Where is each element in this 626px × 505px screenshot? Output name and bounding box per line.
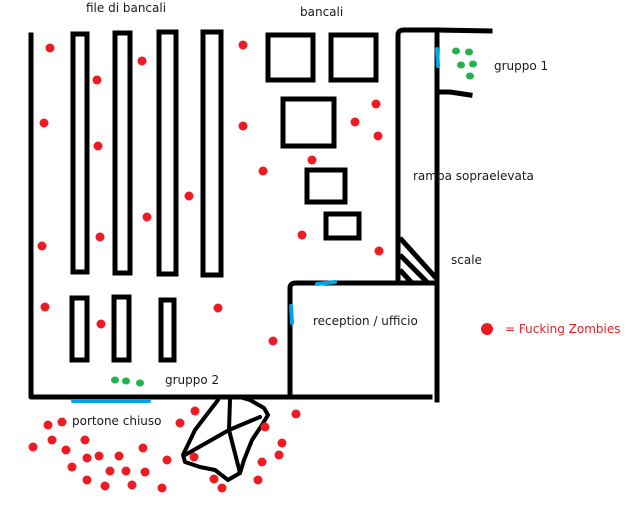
zombies [28,40,384,493]
zombie-marker [291,409,301,419]
zombie-marker [47,435,57,445]
pallet-4 [304,167,348,205]
zombie-marker [162,455,172,465]
zombie-marker [67,462,77,472]
zombie-marker [82,475,92,485]
stairs-icon [398,236,438,285]
survivor-marker [466,72,474,80]
label-raised-ramp: rampa sopraelevata [413,169,534,183]
zombie-marker [307,155,317,165]
label-closed-gate: portone chiuso [72,414,162,428]
corridor-left-wall [395,27,440,286]
zombie-marker [297,230,307,240]
zombie-marker [253,475,263,485]
zombie-marker [190,406,200,416]
shelf-row-2 [112,30,133,276]
zombie-marker [157,483,167,493]
survivor-marker [457,61,465,69]
zombie-marker [100,481,110,491]
zombie-marker [137,56,147,66]
zombie-marker [260,422,270,432]
survivor-marker [465,48,473,56]
zombie-marker [238,40,248,50]
rubble-icon [181,396,270,482]
pallet-3 [280,96,337,149]
pallets [265,32,379,241]
shelf-row-4 [200,29,224,278]
zombie-marker [45,43,55,53]
label-group1: gruppo 1 [494,59,549,73]
zombie-marker [37,241,47,251]
door-reception-top [315,280,337,286]
door-reception-side [289,304,294,325]
door-group1 [435,47,440,68]
zombie-marker [277,438,287,448]
zombie-marker [43,420,53,430]
doors [71,47,440,403]
zombie-marker [121,466,131,476]
zombie-marker [274,450,284,460]
survivor-marker [122,377,130,385]
pallet-5 [323,211,362,241]
zombie-marker [142,212,152,222]
zombie-marker [138,443,148,453]
short-shelf-2 [111,294,132,363]
zombie-marker [39,118,49,128]
zombie-marker [374,246,384,256]
zombie-marker [238,121,248,131]
label-reception: reception / ufficio [313,314,418,328]
shelf-row-3 [156,29,179,277]
shelves [69,29,224,363]
top-right-wall [434,27,493,34]
zombie-marker [268,336,278,346]
outer-left-wall [28,32,293,400]
survivor-marker [452,47,460,55]
zombie-marker [189,452,199,462]
shelf-row-1 [70,31,90,275]
legend-zombie-icon [481,323,493,335]
label-stairs: scale [451,253,482,267]
zombie-marker [105,466,115,476]
survivor-marker [469,60,477,68]
zombie-marker [92,75,102,85]
zombie-marker [94,451,104,461]
zombie-marker [93,141,103,151]
zombie-marker [175,418,185,428]
zombie-marker [61,445,71,455]
walls [28,27,493,403]
zombie-marker [350,117,360,127]
label-group2: gruppo 2 [165,373,220,387]
survivors [111,47,477,387]
zombie-marker [96,319,106,329]
label-shelves-rows: file di bancali [86,1,167,15]
zombie-marker [114,451,124,461]
zombie-marker [258,166,268,176]
zombie-marker [40,302,50,312]
survivor-marker [111,376,119,384]
label-pallets: bancali [300,5,344,19]
pallet-1 [265,32,316,83]
zombie-marker [373,131,383,141]
reception-wall [287,280,440,400]
pallet-2 [328,32,379,83]
zombie-marker [95,232,105,242]
zombie-marker [57,417,67,427]
zombie-marker [217,483,227,493]
zombie-marker [184,191,194,201]
zombie-marker [28,442,38,452]
short-shelf-1 [69,295,90,363]
zombie-marker [209,474,219,484]
zombie-marker [213,303,223,313]
legend-zombie-label: = Fucking Zombies [505,322,621,336]
group1-room-bottom [437,89,473,98]
zombie-marker [257,457,267,467]
zombie-marker [80,435,90,445]
zombie-marker [127,480,137,490]
zombie-marker [82,453,92,463]
short-shelf-3 [158,297,177,363]
survivor-marker [136,379,144,387]
zombie-marker [371,99,381,109]
zombie-marker [140,467,150,477]
